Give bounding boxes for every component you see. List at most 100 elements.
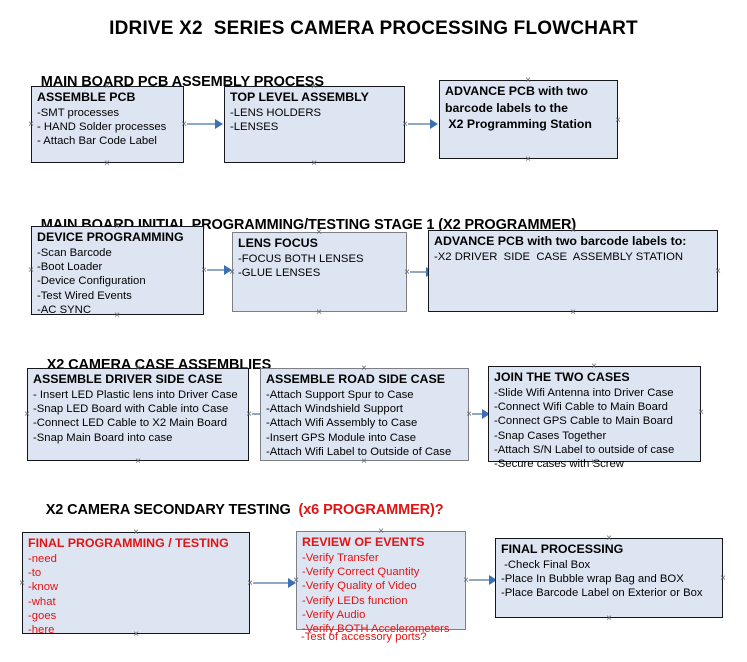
box-line: -Verify Audio bbox=[302, 608, 366, 621]
anchor-handle-left[interactable] bbox=[23, 410, 32, 419]
process-box-assemble-pcb[interactable]: ASSEMBLE PCB -SMT processes - HAND Solde… bbox=[31, 86, 184, 163]
anchor-handle-top[interactable] bbox=[310, 82, 319, 91]
connector-arrow bbox=[187, 119, 223, 129]
anchor-handle-left[interactable] bbox=[228, 268, 237, 277]
anchor-handle-top[interactable] bbox=[524, 76, 533, 85]
box-title: DEVICE PROGRAMMING bbox=[37, 230, 184, 244]
arrow-shaft bbox=[252, 413, 265, 415]
anchor-handle-bottom[interactable] bbox=[113, 311, 122, 320]
anchor-handle-bottom[interactable] bbox=[315, 308, 324, 317]
box-line: -Connect LED Cable to X2 Main Board bbox=[33, 417, 228, 430]
box-line: -goes bbox=[28, 609, 57, 622]
anchor-handle-bottom[interactable] bbox=[134, 457, 143, 466]
anchor-handle-bottom[interactable] bbox=[310, 159, 319, 168]
process-box-final-processing[interactable]: FINAL PROCESSING -Check Final Box -Place… bbox=[495, 538, 723, 618]
anchor-handle-top[interactable] bbox=[360, 364, 369, 373]
box-line: -Snap LED Board with Cable into Case bbox=[33, 403, 229, 416]
anchor-handle-top[interactable] bbox=[132, 528, 141, 537]
process-box-join-the-two-cases[interactable]: JOIN THE TWO CASES -Slide Wifi Antenna i… bbox=[488, 366, 701, 470]
box-line: -Attach Support Spur to Case bbox=[266, 389, 414, 401]
anchor-handle-right[interactable] bbox=[697, 408, 706, 417]
arrow-shaft bbox=[410, 271, 427, 273]
anchor-handle-left[interactable] bbox=[27, 120, 36, 129]
box-title: ADVANCE PCB with two barcode labels to: bbox=[434, 234, 687, 248]
process-box-advance-pcb-to-x2-programming-station[interactable]: ADVANCE PCB with two barcode labels to t… bbox=[439, 80, 618, 159]
box-line: -AC SYNC bbox=[37, 303, 91, 316]
arrow-head bbox=[489, 575, 497, 585]
anchor-handle-right[interactable] bbox=[714, 267, 723, 276]
box-line: X2 Programming Station bbox=[445, 117, 592, 131]
box-overflow-line: -Test of accessory ports? bbox=[301, 631, 427, 643]
box-line: barcode labels to the bbox=[445, 101, 568, 115]
box-line: -Attach S/N Label to outside of case bbox=[494, 443, 675, 456]
page-title: IDRIVE X2 SERIES CAMERA PROCESSING FLOWC… bbox=[109, 18, 638, 39]
anchor-handle-right[interactable] bbox=[719, 574, 728, 583]
arrow-shaft bbox=[408, 123, 431, 125]
anchor-handle-top[interactable] bbox=[590, 362, 599, 371]
box-title: ASSEMBLE PCB bbox=[37, 90, 136, 104]
anchor-handle-top[interactable] bbox=[113, 222, 122, 231]
arrow-head bbox=[215, 119, 223, 129]
box-line: -FOCUS BOTH LENSES bbox=[238, 253, 364, 265]
box-line: -what bbox=[28, 595, 56, 608]
arrow-shaft bbox=[472, 413, 483, 415]
arrow-head bbox=[430, 119, 438, 129]
process-box-review-of-events[interactable]: REVIEW OF EVENTS -Verify Transfer -Verif… bbox=[296, 531, 466, 635]
anchor-handle-bottom[interactable] bbox=[132, 630, 141, 639]
anchor-handle-left[interactable] bbox=[292, 576, 301, 585]
connector-arrow bbox=[408, 119, 438, 129]
anchor-handle-top[interactable] bbox=[103, 82, 112, 91]
box-title: ASSEMBLE DRIVER SIDE CASE bbox=[33, 372, 223, 386]
arrow-shaft bbox=[207, 269, 225, 271]
section-heading-red-text: (x6 PROGRAMMER)? bbox=[298, 502, 444, 518]
anchor-handle-bottom[interactable] bbox=[103, 159, 112, 168]
anchor-handle-bottom[interactable] bbox=[590, 458, 599, 467]
anchor-handle-top[interactable] bbox=[605, 534, 614, 543]
anchor-handle-bottom[interactable] bbox=[360, 457, 369, 466]
process-box-advance-pcb-to-driver-side-case-station[interactable]: ADVANCE PCB with two barcode labels to: … bbox=[428, 230, 718, 312]
box-line: -LENSES bbox=[230, 121, 279, 134]
box-line: -here bbox=[28, 624, 55, 637]
anchor-handle-bottom[interactable] bbox=[524, 155, 533, 164]
box-title: FINAL PROGRAMMING / TESTING bbox=[28, 536, 229, 550]
process-box-final-programming-testing[interactable]: FINAL PROGRAMMING / TESTING -need -to -k… bbox=[22, 532, 250, 637]
box-line: -GLUE LENSES bbox=[238, 267, 321, 280]
process-box-device-programming[interactable]: DEVICE PROGRAMMING -Scan Barcode -Boot L… bbox=[31, 226, 204, 316]
process-box-assemble-driver-side-case[interactable]: ASSEMBLE DRIVER SIDE CASE - Insert LED P… bbox=[27, 368, 249, 461]
anchor-handle-bottom[interactable] bbox=[605, 614, 614, 623]
box-line: -Connect GPS Cable to Main Board bbox=[494, 415, 673, 428]
box-line: -Secure cases with Screw bbox=[494, 458, 624, 471]
anchor-handle-top[interactable] bbox=[569, 226, 578, 235]
box-line: -to bbox=[28, 567, 42, 580]
connector-arrow bbox=[253, 578, 296, 588]
anchor-handle-right[interactable] bbox=[614, 116, 623, 125]
arrow-shaft bbox=[469, 579, 490, 581]
box-line: -SMT processes bbox=[37, 107, 120, 119]
box-line: -Test Wired Events bbox=[37, 289, 132, 302]
arrow-shaft bbox=[253, 582, 289, 584]
box-line: -Verify Transfer bbox=[302, 552, 379, 564]
box-title: FINAL PROCESSING bbox=[501, 542, 624, 556]
process-box-assemble-road-side-case[interactable]: ASSEMBLE ROAD SIDE CASE -Attach Support … bbox=[260, 368, 469, 461]
box-line: - Insert LED Plastic lens into Driver Ca… bbox=[33, 389, 238, 401]
section-heading-x2-camera-secondary-testing: X2 CAMERA SECONDARY TESTING (x6 PROGRAMM… bbox=[30, 486, 444, 534]
box-line: -Verify LEDs function bbox=[302, 594, 408, 607]
box-line: -X2 DRIVER SIDE CASE ASSEMBLY STATION bbox=[434, 251, 684, 263]
box-line: -Snap Main Board into case bbox=[33, 431, 173, 444]
box-title: REVIEW OF EVENTS bbox=[302, 535, 425, 549]
box-line: -LENS HOLDERS bbox=[230, 107, 322, 119]
anchor-handle-top[interactable] bbox=[315, 228, 324, 237]
anchor-handle-top[interactable] bbox=[377, 527, 386, 536]
box-line: -Snap Cases Together bbox=[494, 429, 607, 442]
box-line: -Insert GPS Module into Case bbox=[266, 431, 417, 444]
anchor-handle-top[interactable] bbox=[134, 364, 143, 373]
anchor-handle-bottom[interactable] bbox=[569, 308, 578, 317]
box-line: - Attach Bar Code Label bbox=[37, 135, 157, 148]
box-title: ADVANCE PCB with two bbox=[445, 84, 588, 98]
anchor-handle-left[interactable] bbox=[27, 266, 36, 275]
anchor-handle-left[interactable] bbox=[18, 579, 27, 588]
process-box-lens-focus[interactable]: LENS FOCUS -FOCUS BOTH LENSES -GLUE LENS… bbox=[232, 232, 407, 312]
process-box-top-level-assembly[interactable]: TOP LEVEL ASSEMBLY -LENS HOLDERS -LENSES bbox=[224, 86, 405, 163]
box-line: -Place In Bubble wrap Bag and BOX bbox=[501, 573, 684, 586]
